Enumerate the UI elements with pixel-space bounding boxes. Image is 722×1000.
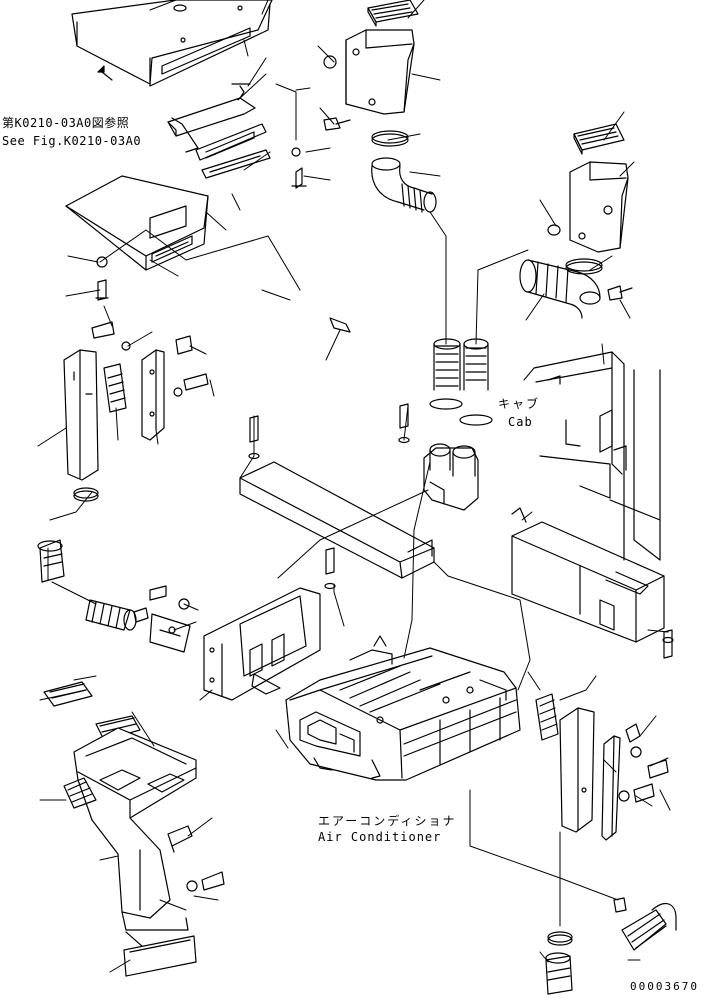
reference-label-ja: 第K0210-03A0図参照 xyxy=(2,116,130,130)
clamp-icon xyxy=(371,130,409,147)
air-conditioner-unit-icon xyxy=(285,635,521,781)
vent-grille-right-icon xyxy=(573,123,625,155)
pillar-duct-left-icon xyxy=(63,349,99,502)
reference-label-en: See Fig.K0210-03A0 xyxy=(2,134,142,148)
bellows-hose-icon xyxy=(433,338,489,391)
louver-left-icon xyxy=(103,363,127,413)
bracket-right-icon xyxy=(601,735,621,841)
vent-grille-upper-icon xyxy=(367,0,419,27)
air-conditioner-label-en: Air Conditioner xyxy=(318,830,442,844)
flexible-hose-icon xyxy=(85,599,191,653)
cover-box-icon xyxy=(65,175,209,271)
drain-valve-icon xyxy=(423,443,479,511)
cab-frame-icon xyxy=(533,351,661,561)
clamp-icon xyxy=(565,258,603,275)
pillar-duct-right-icon xyxy=(559,707,595,833)
drawing-id: 00003670 xyxy=(630,980,699,993)
duct-upper-left-icon xyxy=(345,29,415,115)
louver-right-icon xyxy=(535,693,559,741)
mount-bracket-icon xyxy=(203,587,321,701)
console-duct-icon xyxy=(73,727,197,963)
air-conditioner-label-ja: エアーコンディショナ xyxy=(318,814,457,828)
elbow-hose-left-icon xyxy=(371,157,437,213)
lower-hose-icon xyxy=(545,897,677,995)
elbow-hose-right-icon xyxy=(519,259,601,319)
duct-upper-right-icon xyxy=(569,161,629,253)
upper-bracket-icon xyxy=(167,83,271,179)
crossmember-icon xyxy=(239,461,435,579)
floor-duct-right-icon xyxy=(511,507,665,643)
cab-label-ja: キャブ xyxy=(498,397,541,411)
bracket-left-icon xyxy=(141,349,165,441)
louver-console-icon xyxy=(63,777,97,809)
elbow-hose-small-icon xyxy=(37,539,65,583)
top-cover-icon xyxy=(71,0,273,87)
clip-icon xyxy=(167,825,193,853)
floor-plate-icon xyxy=(123,935,197,977)
cab-label-en: Cab xyxy=(508,415,533,429)
fastener-set-icon xyxy=(91,55,674,892)
callout-lines xyxy=(37,0,671,973)
clamp-icon xyxy=(429,398,493,426)
